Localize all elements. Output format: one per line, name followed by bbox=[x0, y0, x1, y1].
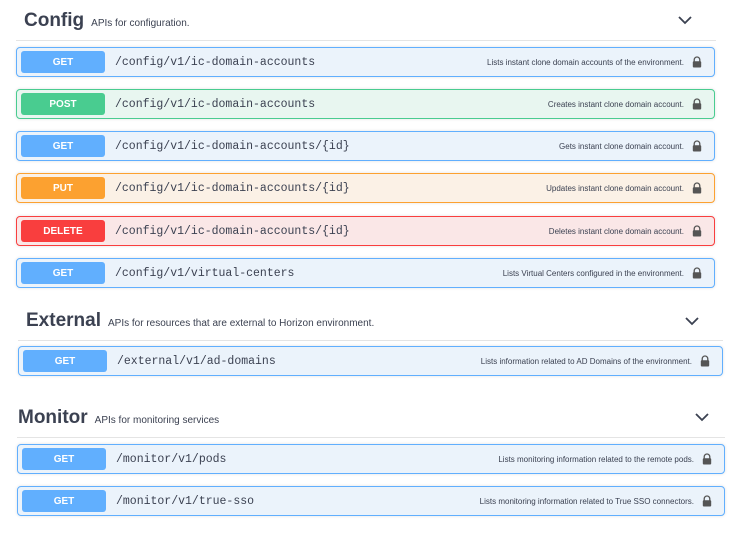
chevron-down-icon[interactable] bbox=[676, 14, 694, 26]
section-description: APIs for configuration. bbox=[91, 18, 190, 29]
lock-icon[interactable] bbox=[702, 453, 712, 465]
method-badge: GET bbox=[21, 135, 105, 157]
section-description: APIs for monitoring services bbox=[94, 415, 220, 426]
chevron-down-icon[interactable] bbox=[693, 411, 711, 423]
method-badge: POST bbox=[21, 93, 105, 115]
section-divider bbox=[17, 437, 725, 438]
endpoint-summary: Gets instant clone domain account. bbox=[559, 141, 684, 151]
operation-get-ic-domain-accounts[interactable]: GET /config/v1/ic-domain-accounts Lists … bbox=[16, 47, 715, 77]
endpoint-summary: Creates instant clone domain account. bbox=[547, 99, 684, 109]
section-header-external[interactable]: External APIs for resources that are ext… bbox=[26, 310, 374, 336]
method-badge: GET bbox=[22, 448, 106, 470]
endpoint-summary: Deletes instant clone domain account. bbox=[548, 226, 684, 236]
endpoint-summary: Lists monitoring information related to … bbox=[498, 454, 694, 464]
operation-get-pods[interactable]: GET /monitor/v1/pods Lists monitoring in… bbox=[17, 444, 725, 474]
method-badge: GET bbox=[23, 350, 107, 372]
endpoint-path: /monitor/v1/true-sso bbox=[116, 494, 255, 508]
endpoint-path: /config/v1/virtual-centers bbox=[115, 266, 295, 280]
endpoint-summary: Lists information related to AD Domains … bbox=[480, 356, 692, 366]
operation-put-ic-domain-account[interactable]: PUT /config/v1/ic-domain-accounts/{id} U… bbox=[16, 173, 715, 203]
operation-get-virtual-centers[interactable]: GET /config/v1/virtual-centers Lists Vir… bbox=[16, 258, 715, 288]
endpoint-path: /config/v1/ic-domain-accounts/{id} bbox=[115, 139, 350, 153]
endpoint-summary: Lists instant clone domain accounts of t… bbox=[487, 57, 684, 67]
operation-get-ic-domain-account-by-id[interactable]: GET /config/v1/ic-domain-accounts/{id} G… bbox=[16, 131, 715, 161]
operation-post-ic-domain-accounts[interactable]: POST /config/v1/ic-domain-accounts Creat… bbox=[16, 89, 715, 119]
endpoint-summary: Updates instant clone domain account. bbox=[546, 183, 684, 193]
section-title: Monitor bbox=[18, 407, 88, 428]
endpoint-path: /config/v1/ic-domain-accounts/{id} bbox=[115, 181, 350, 195]
lock-icon[interactable] bbox=[692, 140, 702, 152]
operation-get-true-sso[interactable]: GET /monitor/v1/true-sso Lists monitorin… bbox=[17, 486, 725, 516]
endpoint-path: /monitor/v1/pods bbox=[116, 452, 227, 466]
method-badge: GET bbox=[21, 262, 105, 284]
chevron-down-icon[interactable] bbox=[683, 315, 701, 327]
lock-icon[interactable] bbox=[692, 182, 702, 194]
method-badge: DELETE bbox=[21, 220, 105, 242]
endpoint-path: /config/v1/ic-domain-accounts bbox=[115, 97, 316, 111]
endpoint-path: /config/v1/ic-domain-accounts bbox=[115, 55, 316, 69]
method-badge: GET bbox=[21, 51, 105, 73]
section-divider bbox=[18, 340, 723, 341]
method-badge: PUT bbox=[21, 177, 105, 199]
operation-get-ad-domains[interactable]: GET /external/v1/ad-domains Lists inform… bbox=[18, 346, 723, 376]
endpoint-path: /external/v1/ad-domains bbox=[117, 354, 276, 368]
lock-icon[interactable] bbox=[692, 98, 702, 110]
section-description: APIs for resources that are external to … bbox=[107, 318, 375, 329]
lock-icon[interactable] bbox=[692, 267, 702, 279]
lock-icon[interactable] bbox=[692, 56, 702, 68]
section-header-monitor[interactable]: Monitor APIs for monitoring services bbox=[18, 407, 219, 433]
lock-icon[interactable] bbox=[700, 355, 710, 367]
section-divider bbox=[16, 40, 716, 41]
section-title: Config bbox=[24, 10, 85, 31]
method-badge: GET bbox=[22, 490, 106, 512]
lock-icon[interactable] bbox=[692, 225, 702, 237]
lock-icon[interactable] bbox=[702, 495, 712, 507]
endpoint-path: /config/v1/ic-domain-accounts/{id} bbox=[115, 224, 350, 238]
operation-delete-ic-domain-account[interactable]: DELETE /config/v1/ic-domain-accounts/{id… bbox=[16, 216, 715, 246]
section-title: External bbox=[26, 310, 101, 331]
endpoint-summary: Lists Virtual Centers configured in the … bbox=[502, 268, 684, 278]
section-header-config[interactable]: Config APIs for configuration. bbox=[24, 10, 190, 36]
endpoint-summary: Lists monitoring information related to … bbox=[479, 496, 694, 506]
